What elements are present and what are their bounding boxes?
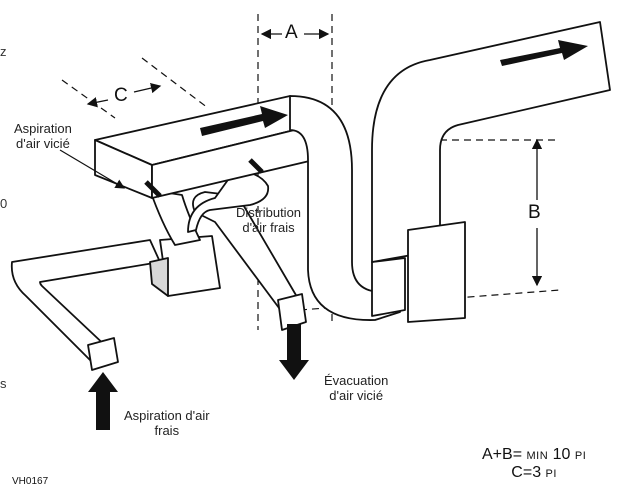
label-fresh-distribution: Distribution d'air frais (236, 205, 302, 235)
formula-line-1: A+B= MIN 10 PI (482, 446, 587, 463)
dimension-a: A (285, 22, 298, 43)
label-stale-exhaust: Évacuation d'air vicié (324, 373, 389, 403)
label-exhaust-intake: Aspiration d'air vicié (14, 121, 72, 151)
fresh-intake-duct (10, 239, 161, 371)
dimension-arrows (86, 28, 543, 287)
edge-glyph-2: 0 (0, 196, 8, 211)
flow-arrow-top (500, 40, 588, 66)
flow-arrow-main (200, 106, 288, 136)
figure-code: VH0167 (12, 476, 49, 487)
u-bend-duct (289, 95, 406, 321)
rising-duct (371, 21, 611, 323)
formula: A+B= MIN 10 PI C=3 PI (482, 446, 586, 482)
dimension-c: C (114, 85, 128, 106)
fresh-distribution-duct (192, 191, 307, 331)
ventilator-unit (149, 235, 221, 297)
label-fresh-intake: Aspiration d'air frais (124, 408, 210, 438)
flow-arrow-stale-exhaust (279, 324, 309, 380)
edge-glyph-1: z (0, 44, 7, 59)
dimension-b: B (528, 202, 541, 223)
edge-glyph-3: s (0, 376, 7, 391)
flow-arrow-fresh-intake (88, 372, 118, 430)
pointer-line (59, 149, 126, 189)
formula-line-2: C=3 PI (511, 464, 557, 481)
y-connectors (149, 169, 270, 246)
flow-arrow-small (144, 158, 264, 198)
